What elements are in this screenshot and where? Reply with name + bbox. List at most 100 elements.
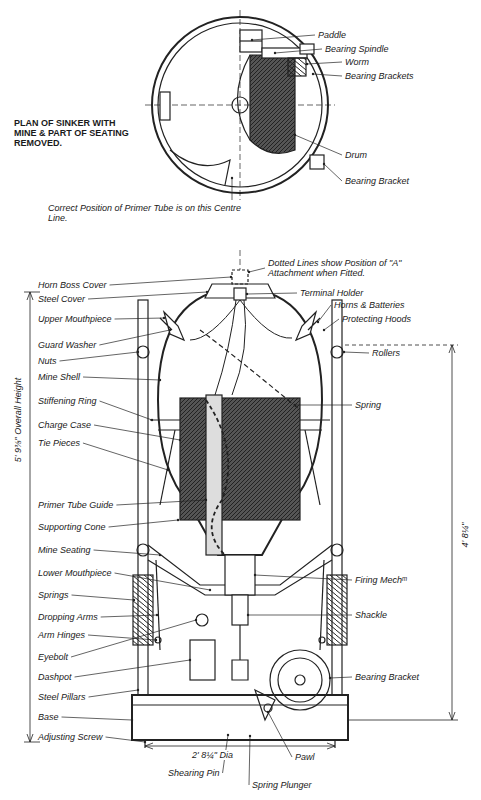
part-label: Terminal Holder xyxy=(300,288,363,298)
part-label: Mine Shell xyxy=(38,372,80,382)
part-label: Correct Position of Primer Tube is on th… xyxy=(48,203,258,223)
part-label: Shearing Pin xyxy=(168,768,220,778)
leader-dot xyxy=(231,177,233,179)
leader-line xyxy=(275,49,322,53)
leader-line xyxy=(62,717,132,720)
leader-dot xyxy=(246,293,248,295)
part-label: Eyebolt xyxy=(38,652,68,662)
leader-dot xyxy=(254,574,256,576)
leader-line xyxy=(313,74,342,76)
leader-dot xyxy=(323,163,325,165)
leader-dot xyxy=(294,404,296,406)
leader-line xyxy=(247,293,297,294)
part-label: Mine Seating xyxy=(38,545,91,555)
part-label: Bearing Brackets xyxy=(345,71,414,81)
part-label: Horns & Batteries xyxy=(334,300,405,310)
leader-line xyxy=(100,401,152,420)
leader-dot xyxy=(306,63,308,65)
leader-dot xyxy=(195,619,197,621)
part-label: Bearing Bracket xyxy=(345,176,409,186)
part-label: Base xyxy=(38,712,59,722)
leader-line xyxy=(249,736,250,785)
leader-line xyxy=(101,615,157,617)
part-label: Dotted Lines show Position of "A" Attach… xyxy=(268,258,408,278)
part-label: Dropping Arms xyxy=(38,612,98,622)
leader-line xyxy=(115,573,210,590)
leader-dot xyxy=(251,39,253,41)
leader-line xyxy=(324,319,339,330)
leader-line xyxy=(83,377,160,380)
leader-dot xyxy=(169,329,171,331)
leader-dot xyxy=(343,351,345,353)
leader-line xyxy=(295,135,342,155)
leader-dot xyxy=(131,719,133,721)
part-label: Springs xyxy=(38,590,69,600)
leader-line xyxy=(115,318,164,319)
part-label: Adjusting Screw xyxy=(38,732,103,742)
leader-line xyxy=(60,352,138,361)
part-label: Steel Cover xyxy=(38,294,85,304)
leader-line xyxy=(94,425,180,440)
leader-dot xyxy=(312,73,314,75)
leader-dot xyxy=(189,659,191,661)
leader-line xyxy=(83,443,168,470)
leader-dot xyxy=(317,321,319,323)
leader-line xyxy=(88,292,207,299)
leader-dot xyxy=(227,734,229,736)
leader-dot xyxy=(179,439,181,441)
leader-dot xyxy=(167,469,169,471)
part-label: Horn Boss Cover xyxy=(38,280,107,290)
leader-dot xyxy=(156,614,158,616)
leader-dot xyxy=(159,379,161,381)
leader-line xyxy=(324,164,342,181)
leader-dot xyxy=(144,741,146,743)
leader-dot xyxy=(163,317,165,319)
leader-line xyxy=(116,500,206,505)
leader-line xyxy=(295,405,352,406)
part-label: Bearing Spindle xyxy=(325,44,389,54)
leader-line xyxy=(249,268,265,272)
leader-line xyxy=(71,620,196,657)
part-label: Supporting Cone xyxy=(38,522,106,532)
part-label: Dashpot xyxy=(38,672,72,682)
leader-dot xyxy=(159,554,161,556)
leader-line xyxy=(330,677,352,678)
part-label: Protecting Hoods xyxy=(342,314,411,324)
leader-dot xyxy=(177,519,179,521)
part-label: Guard Washer xyxy=(38,340,96,350)
leader-line xyxy=(109,520,178,527)
view-title: PLAN OF SINKER WITH MINE & PART OF SEATI… xyxy=(14,118,136,148)
leader-line xyxy=(110,277,231,285)
part-label: Primer Tube Guide xyxy=(38,500,113,510)
leader-line xyxy=(255,575,352,580)
part-label: Nuts xyxy=(38,356,57,366)
leader-dot xyxy=(155,639,157,641)
leader-line xyxy=(89,690,138,697)
part-label: Lower Mouthpiece xyxy=(38,568,112,578)
leader-line xyxy=(88,635,156,640)
leader-dot xyxy=(249,735,251,737)
part-label: Firing Mechᵐ xyxy=(355,575,407,585)
leader-line xyxy=(232,178,233,200)
part-label: Shackle xyxy=(355,610,387,620)
part-label: Spring Plunger xyxy=(252,780,312,790)
leader-dot xyxy=(274,52,276,54)
leader-line xyxy=(307,62,342,64)
leader-dot xyxy=(206,291,208,293)
leader-dot xyxy=(209,589,211,591)
leader-dot xyxy=(151,419,153,421)
leader-dot xyxy=(248,271,250,273)
leader-dot xyxy=(133,599,135,601)
dimension-label: 5' 9⅜" Overall Height xyxy=(13,376,23,464)
leader-dot xyxy=(230,276,232,278)
leader-dot xyxy=(329,677,331,679)
part-label: Steel Pillars xyxy=(38,692,86,702)
leader-dot xyxy=(323,329,325,331)
part-label: Paddle xyxy=(318,30,346,40)
leader-line xyxy=(99,330,170,345)
dimension-label: 2' 8¼" Dia xyxy=(190,750,235,760)
leader-dot xyxy=(294,134,296,136)
leader-dot xyxy=(247,614,249,616)
part-label: Stiffening Ring xyxy=(38,396,97,406)
